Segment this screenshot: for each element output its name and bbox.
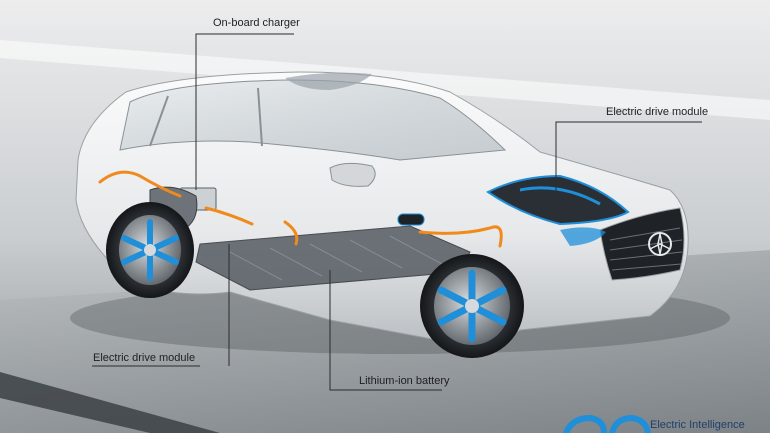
brand-tagline: Electric Intelligence bbox=[650, 419, 745, 431]
front-grille bbox=[599, 207, 685, 281]
model-badge bbox=[397, 213, 425, 226]
headlight bbox=[560, 227, 606, 246]
battery-cells bbox=[229, 235, 443, 281]
callout-lines bbox=[92, 33, 702, 391]
front-drive-module-accent bbox=[519, 186, 601, 206]
callout-rear-electric-drive-module: Electric drive module bbox=[93, 352, 196, 364]
callout-lithium-ion-battery: Lithium-ion battery bbox=[359, 375, 450, 387]
sunroof bbox=[285, 72, 372, 90]
c-pillar bbox=[149, 95, 169, 147]
side-mirror bbox=[329, 162, 376, 187]
brand-star-icon bbox=[648, 232, 672, 256]
car-windows bbox=[119, 79, 507, 161]
callout-front-electric-drive-module: Electric drive module bbox=[606, 106, 709, 118]
b-pillar bbox=[257, 87, 263, 147]
road-curb bbox=[0, 372, 220, 433]
rear-wheel bbox=[106, 202, 194, 298]
high-voltage-cables bbox=[98, 170, 503, 248]
brand-logo bbox=[563, 414, 651, 433]
front-wheel bbox=[420, 254, 524, 358]
callout-on-board-charger: On-board charger bbox=[213, 17, 300, 29]
